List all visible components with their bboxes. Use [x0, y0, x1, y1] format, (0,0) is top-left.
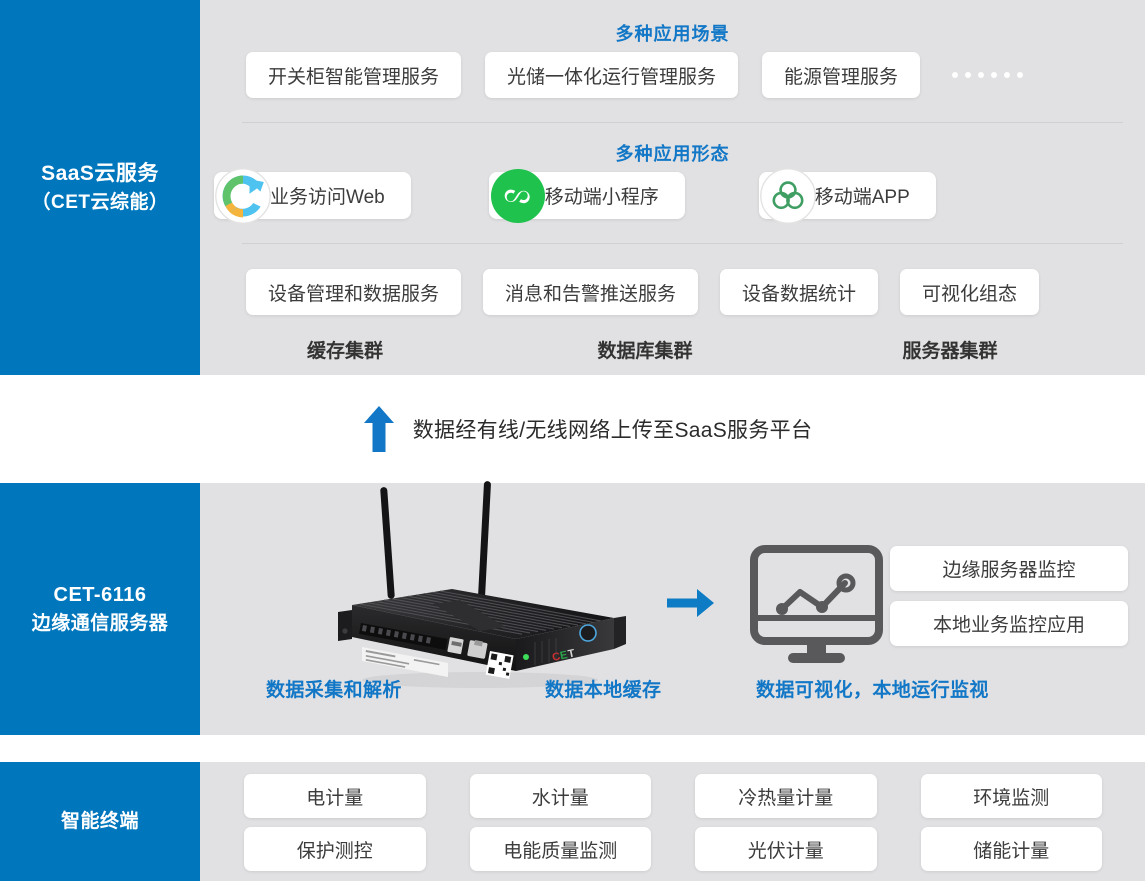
form-item-miniprogram[interactable]: 移动端小程序: [488, 168, 685, 223]
terminal-label-text: 智能终端: [60, 810, 139, 832]
cluster-captions-row: 缓存集群 数据库集群 服务器集群: [200, 336, 1120, 363]
monitor-chart-icon: [750, 545, 883, 667]
arrow-right-icon: [667, 588, 715, 618]
section-gap: [0, 735, 1145, 762]
edge-captions-row: 数据采集和解析 数据本地缓存 数据可视化，本地运行监视: [200, 675, 1145, 711]
service-chip-2[interactable]: 消息和告警推送服务: [483, 269, 699, 315]
edge-caption-acquisition: 数据采集和解析: [266, 680, 402, 701]
monitor-chip-1[interactable]: 边缘服务器监控: [890, 546, 1128, 591]
svg-text:E: E: [559, 649, 569, 662]
dot: [952, 72, 959, 78]
terminal-chip-2[interactable]: 水计量: [469, 774, 651, 818]
scenarios-row: 开关柜智能管理服务 光储一体化运行管理服务 能源管理服务: [246, 52, 1024, 98]
edge-server-device: C E T: [330, 479, 630, 694]
terminal-chip-7[interactable]: 光伏计量: [695, 827, 877, 871]
edge-server-section: CET-6116 边缘通信服务器: [0, 481, 1145, 735]
terminal-chip-1[interactable]: 电计量: [244, 774, 426, 818]
monitor-chips-group: 边缘服务器监控 本地业务监控应用: [890, 546, 1128, 646]
dot: [1004, 72, 1011, 78]
terminal-content-panel: 电计量 水计量 冷热量计量 环境监测 保护测控 电能质量监测 光伏计量 储能计量: [200, 762, 1145, 881]
cluster-label-cache: 缓存集群: [306, 341, 383, 362]
scenario-chip-1[interactable]: 开关柜智能管理服务: [246, 52, 462, 98]
form-item-web[interactable]: 业务访问Web: [214, 167, 411, 224]
saas-label-line1: SaaS云服务: [41, 161, 159, 185]
service-chip-3[interactable]: 设备数据统计: [720, 269, 879, 315]
uplink-inner: 数据经有线/无线网络上传至SaaS服务平台: [363, 406, 813, 452]
dot: [965, 72, 972, 78]
arrow-up-icon: [363, 406, 395, 452]
terminal-chip-5[interactable]: 保护测控: [244, 827, 426, 871]
service-chip-1[interactable]: 设备管理和数据服务: [246, 269, 462, 315]
edge-label-model: CET-6116: [53, 583, 147, 606]
green-trefoil-app-icon: [759, 167, 817, 225]
platform-services-row: 设备管理和数据服务 消息和告警推送服务 设备数据统计 可视化组态: [246, 269, 1061, 315]
cluster-label-server: 服务器集群: [902, 341, 998, 362]
scenario-chip-2[interactable]: 光储一体化运行管理服务: [485, 52, 739, 98]
scenario-chip-3[interactable]: 能源管理服务: [762, 52, 921, 98]
wechat-miniprogram-icon: [489, 167, 547, 225]
smart-terminal-section: 智能终端 电计量 水计量 冷热量计量 环境监测 保护测控 电能质量监测 光伏计量…: [0, 762, 1145, 881]
service-chip-4[interactable]: 可视化组态: [900, 269, 1040, 315]
dot: [978, 72, 985, 78]
saas-content-panel: 多种应用场景 开关柜智能管理服务 光储一体化运行管理服务 能源管理服务 多种应用…: [200, 0, 1145, 375]
edge-content-panel: C E T: [200, 481, 1145, 735]
monitor-chip-2[interactable]: 本地业务监控应用: [890, 601, 1128, 646]
edge-section-label: CET-6116 边缘通信服务器: [0, 483, 200, 735]
terminal-chip-3[interactable]: 冷热量计量: [695, 774, 877, 818]
saas-cloud-section: SaaS云服务 （CET云综能） 多种应用场景 开关柜智能管理服务 光储一体化运…: [0, 0, 1145, 375]
terminal-items-grid: 电计量 水计量 冷热量计量 环境监测 保护测控 电能质量监测 光伏计量 储能计量: [244, 774, 1102, 871]
terminal-chip-6[interactable]: 电能质量监测: [469, 827, 651, 871]
terminal-chip-4[interactable]: 环境监测: [920, 774, 1102, 818]
edge-caption-cache: 数据本地缓存: [545, 680, 662, 701]
uplink-text: 数据经有线/无线网络上传至SaaS服务平台: [412, 419, 813, 442]
saas-section-label: SaaS云服务 （CET云综能）: [0, 0, 200, 375]
uplink-section: 数据经有线/无线网络上传至SaaS服务平台: [0, 375, 1145, 483]
dot: [991, 72, 998, 78]
svg-text:T: T: [567, 647, 576, 660]
scenarios-title: 多种应用场景: [615, 24, 730, 44]
terminal-section-label: 智能终端: [0, 762, 200, 881]
cluster-label-database: 数据库集群: [597, 341, 693, 362]
dot: [1017, 72, 1024, 78]
application-forms-row: 业务访问Web 移动端小程序: [214, 167, 954, 224]
divider-2: [242, 243, 1123, 244]
scenarios-more-dots: [952, 72, 1024, 78]
form-item-app[interactable]: 移动端APP: [758, 167, 936, 224]
browser-swirl-icon: [214, 167, 272, 225]
terminal-chip-8[interactable]: 储能计量: [920, 827, 1102, 871]
forms-title: 多种应用形态: [615, 144, 730, 164]
edge-caption-visualization: 数据可视化，本地运行监视: [756, 680, 989, 701]
edge-label-desc: 边缘通信服务器: [31, 612, 169, 634]
divider-1: [242, 122, 1123, 123]
saas-label-line2: （CET云综能）: [31, 191, 169, 213]
